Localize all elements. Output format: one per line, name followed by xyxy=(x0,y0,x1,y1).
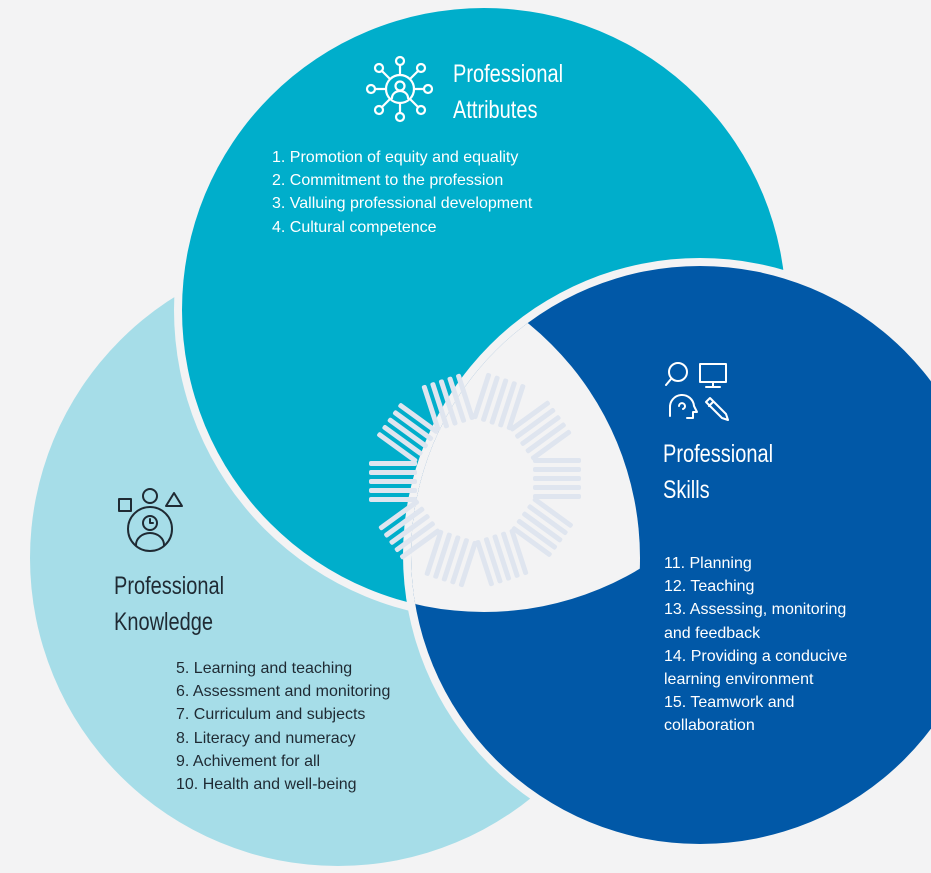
knowledge-title-line2: Knowledge xyxy=(114,608,213,636)
network-hub-icon xyxy=(365,55,433,123)
knowledge-title-line1: Professional xyxy=(114,572,225,600)
skills-title-line1: Professional xyxy=(663,440,774,468)
skills-list: 11. Planning 12. Teaching 13. Assessing,… xyxy=(664,552,847,738)
list-item: 11. Planning xyxy=(664,555,752,572)
motif-stripe-block xyxy=(475,528,529,587)
head-profile-icon xyxy=(668,394,698,419)
list-item: 8. Literacy and numeracy xyxy=(176,729,356,747)
motif-stripe-block xyxy=(533,458,581,499)
list-item: 15. Teamwork and xyxy=(664,694,795,712)
skills-title-line2: Skills xyxy=(663,476,710,504)
list-item: collaboration xyxy=(664,717,755,735)
list-item: 14. Providing a conducive xyxy=(664,647,848,665)
list-item: 9. Achivement for all xyxy=(176,752,321,770)
list-item: 13. Assessing, monitoring xyxy=(664,601,847,619)
list-item: 5. Learning and teaching xyxy=(176,660,353,677)
list-item: 12. Teaching xyxy=(664,578,755,596)
knowledge-list: 5. Learning and teaching 6. Assessment a… xyxy=(176,657,390,796)
motif-stripe-block xyxy=(472,372,526,431)
motif-stripe-block xyxy=(377,403,439,463)
motif-stripe-block xyxy=(424,529,478,588)
motif-stripe-block xyxy=(378,499,441,560)
attributes-title: Professional Attributes xyxy=(453,56,563,128)
attributes-title-line2: Attributes xyxy=(453,96,538,124)
list-item: 1. Promotion of equity and equality xyxy=(272,149,519,166)
attributes-list: 1. Promotion of equity and equality 2. C… xyxy=(272,146,532,239)
knowledge-title: Professional Knowledge xyxy=(114,568,224,640)
list-item: 6. Assessment and monitoring xyxy=(176,683,391,701)
list-item: and feedback xyxy=(664,624,761,642)
monitor-icon xyxy=(699,363,727,383)
list-item: 4. Cultural competence xyxy=(272,218,437,236)
list-item: 3. Valluing professional development xyxy=(272,195,533,213)
skills-icons xyxy=(665,362,729,421)
person-shapes-icon xyxy=(118,488,183,552)
list-item: 10. Health and well-being xyxy=(176,776,357,794)
list-item: 7. Curriculum and subjects xyxy=(176,706,366,724)
list-item: 2. Commitment to the profession xyxy=(272,172,504,190)
motif-stripe-block xyxy=(511,497,573,557)
skills-title: Professional Skills xyxy=(663,436,773,508)
motif-stripe-block xyxy=(421,373,475,432)
list-item: learning environment xyxy=(664,671,814,689)
center-motif-logo xyxy=(369,372,581,588)
magnifier-icon xyxy=(668,362,688,382)
pencil-icon xyxy=(705,397,729,421)
motif-stripe-block xyxy=(369,461,417,502)
motif-stripe-block xyxy=(509,400,572,461)
attributes-title-line1: Professional xyxy=(453,60,564,88)
